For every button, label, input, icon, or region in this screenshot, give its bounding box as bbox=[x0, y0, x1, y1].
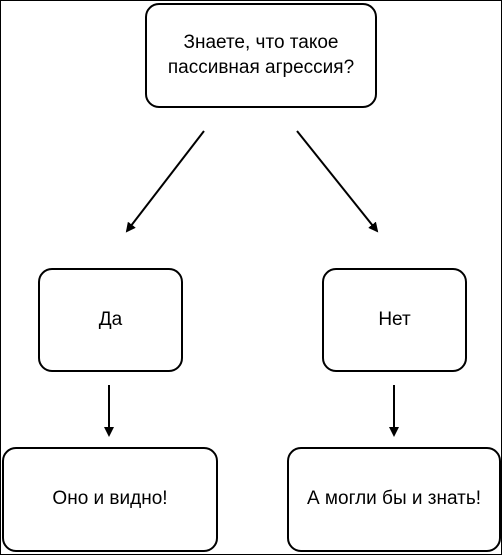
question-node: Знаете, что такое пассивная агрессия? bbox=[145, 3, 377, 108]
yes-node: Да bbox=[38, 268, 183, 372]
edge-question-to-yes bbox=[125, 130, 205, 233]
edge-question-to-no bbox=[296, 130, 379, 233]
no-result-node: А могли бы и знать! bbox=[287, 447, 501, 552]
no-result-label: А могли бы и знать! bbox=[306, 488, 481, 510]
yes-result-node: Оно и видно! bbox=[2, 447, 218, 552]
no-label: Нет bbox=[378, 308, 411, 330]
question-text-line-1: Знаете, что такое bbox=[183, 31, 339, 53]
no-node: Нет bbox=[322, 268, 467, 372]
yes-label: Да bbox=[98, 308, 123, 330]
question-text-line-2: пассивная агрессия? bbox=[167, 56, 355, 78]
yes-result-label: Оно и видно! bbox=[52, 488, 168, 510]
